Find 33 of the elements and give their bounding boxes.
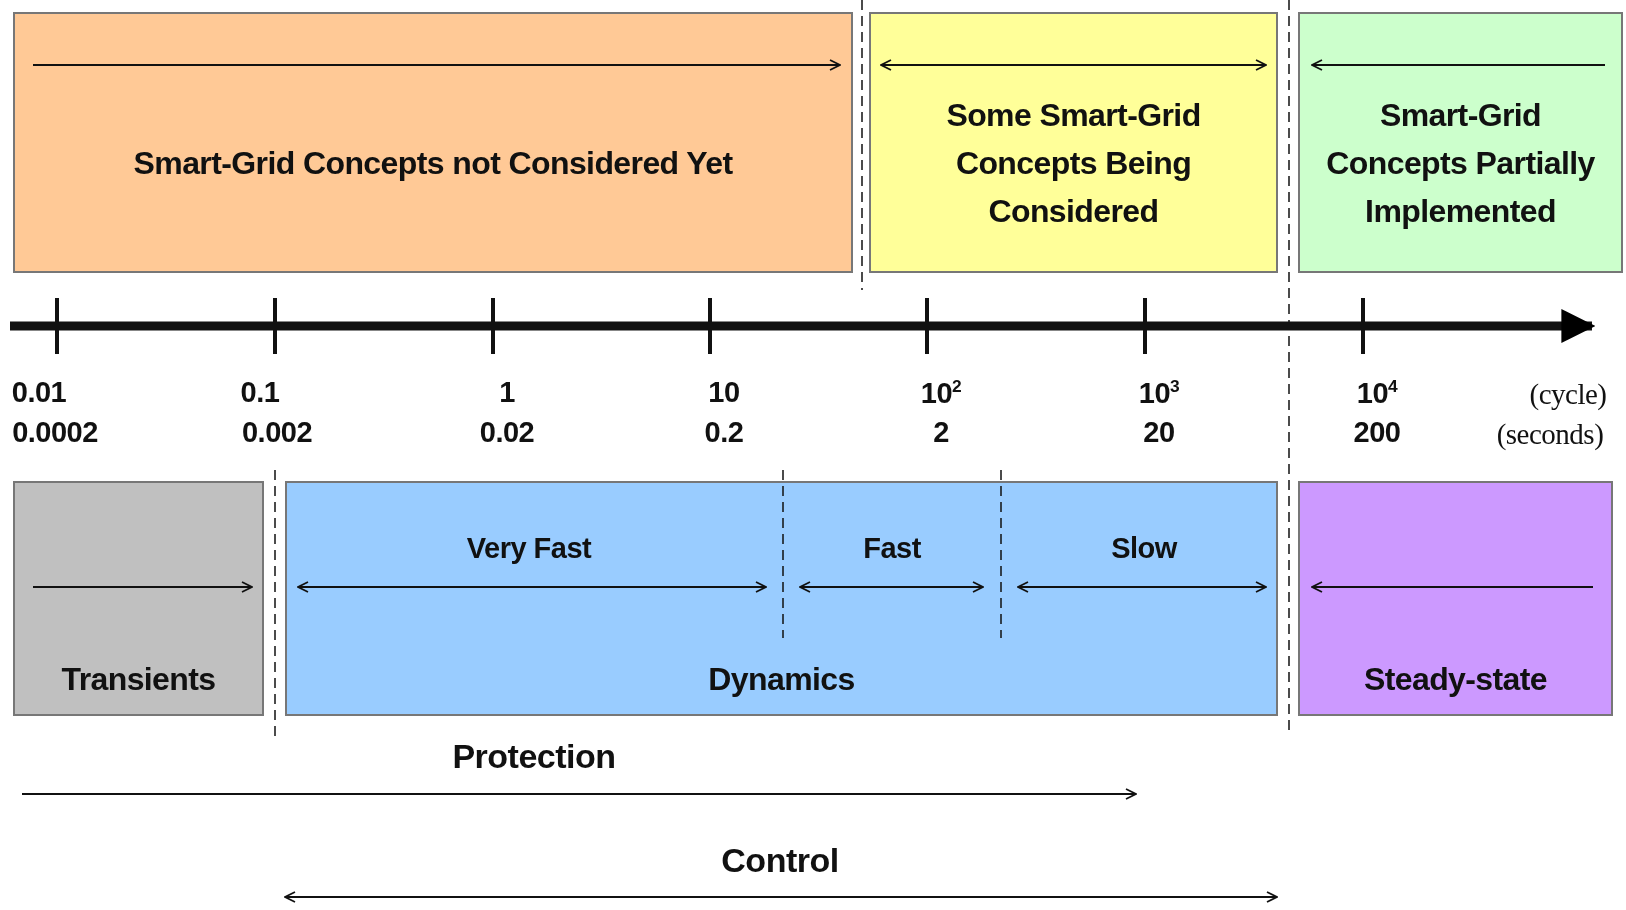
zone-box (285, 481, 1278, 716)
zone-label: Some Smart-Grid Concepts Being Considered (945, 95, 1202, 231)
tick-label: 200 (1353, 416, 1401, 449)
zone-label: Smart-Grid Concepts not Considered Yet (132, 143, 734, 183)
tick-label: 0.01 (11, 376, 67, 409)
zone-label: Steady-state (1362, 660, 1549, 699)
range-label: Very Fast (466, 532, 592, 565)
zone-box (1298, 12, 1623, 273)
zone-label: Dynamics (707, 660, 856, 699)
range-label: Control (721, 841, 839, 880)
zone-label: Smart-Grid Concepts Partially Implemented (1325, 95, 1596, 231)
tick-label: 10$^{4}$ (1356, 376, 1398, 410)
tick-label: 0.1 (240, 376, 280, 409)
range-label: Protection (452, 737, 616, 776)
zone-label: Transients (60, 660, 217, 699)
range-label: Slow (1111, 532, 1177, 565)
tick-label: 10 (708, 376, 740, 409)
zone-box (13, 481, 264, 716)
range-label: Fast (863, 532, 921, 565)
zone-box (1298, 481, 1613, 716)
tick-label: 10$^{2}$ (920, 376, 962, 410)
tick-label: 0.2 (704, 416, 744, 449)
tick-label: 2 (933, 416, 949, 449)
unit-label: (seconds) (1496, 418, 1604, 451)
tick-label: 1 (499, 376, 515, 409)
unit-label: (cycle) (1529, 378, 1607, 411)
tick-label: 20 (1143, 416, 1175, 449)
tick-label: 0.002 (241, 416, 313, 449)
tick-label: 0.0002 (12, 416, 98, 449)
zone-box (13, 12, 853, 273)
zone-box (869, 12, 1278, 273)
tick-label: 10$^{3}$ (1138, 376, 1180, 410)
tick-label: 0.02 (479, 416, 535, 449)
